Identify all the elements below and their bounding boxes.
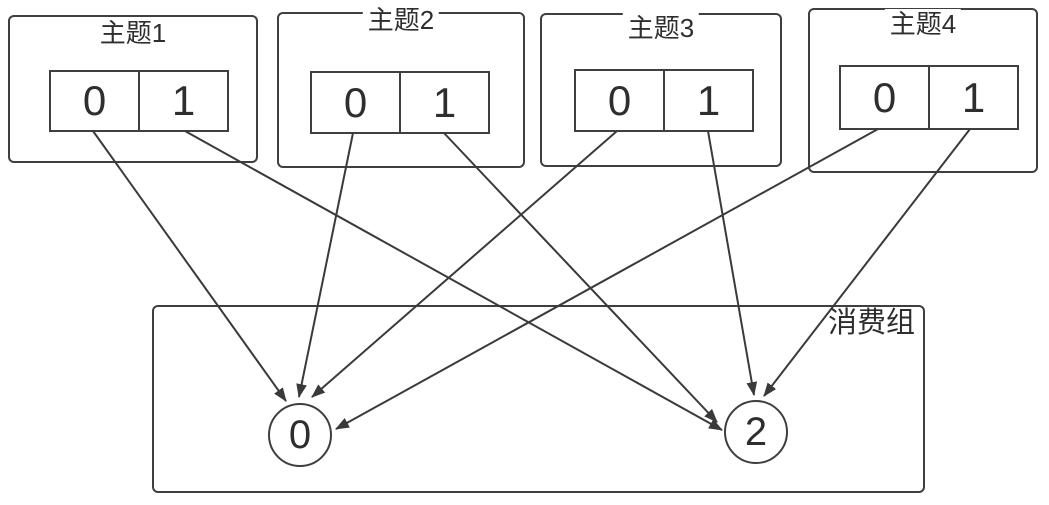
topic-1-partition-row: 0 1 (49, 70, 229, 132)
consumer-group-box: 消费组 (152, 305, 925, 493)
topic-box-4: 主题4 0 1 (808, 8, 1038, 173)
topic-box-1: 主题1 0 1 (8, 15, 258, 163)
topic-3-partition-1: 1 (665, 69, 754, 132)
consumer-node-0: 0 (268, 403, 332, 467)
topic-4-partition-row: 0 1 (839, 65, 1019, 130)
topic-4-partition-0: 0 (839, 65, 930, 130)
topic-1-title: 主题1 (94, 18, 172, 48)
topic-3-partition-row: 0 1 (574, 69, 754, 132)
topic-3-title: 主题3 (622, 13, 700, 43)
topic-3-partition-0: 0 (574, 69, 665, 132)
topic-2-title: 主题2 (362, 5, 440, 35)
topic-4-title: 主题4 (884, 9, 962, 39)
topic-2-partition-0: 0 (310, 71, 401, 134)
topic-box-2: 主题2 0 1 (277, 5, 525, 168)
consumer-node-2: 2 (724, 400, 788, 464)
topic-4-partition-1: 1 (930, 65, 1019, 130)
topic-2-partition-row: 0 1 (310, 71, 490, 134)
topic-1-partition-0: 0 (49, 70, 140, 132)
topic-2-partition-1: 1 (401, 71, 490, 134)
consumer-group-label: 消费组 (827, 307, 915, 339)
topic-1-partition-1: 1 (140, 70, 229, 132)
topic-box-3: 主题3 0 1 (540, 13, 782, 167)
